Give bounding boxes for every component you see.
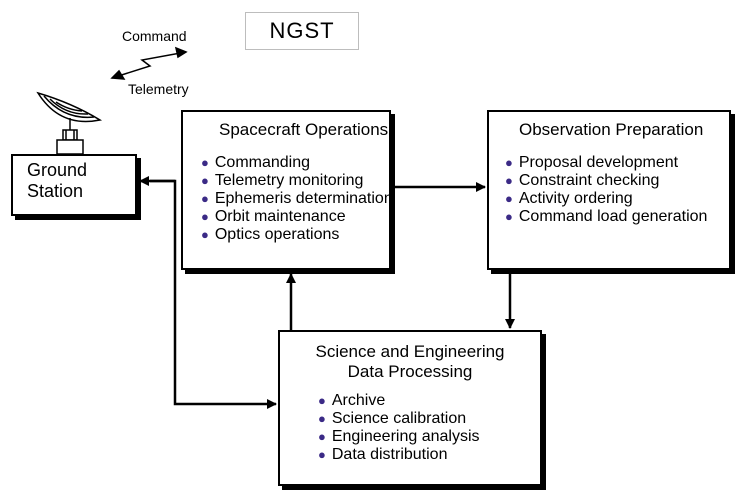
science-engineering-title-line2: Data Processing	[347, 362, 473, 381]
satellite-dish-icon	[36, 91, 103, 155]
ground-station-line1: Ground	[27, 160, 88, 180]
bullet-icon: ●	[318, 393, 326, 408]
ground-station-line2: Station	[27, 181, 84, 201]
observation-preparation-box: Observation Preparation ●Proposal develo…	[487, 110, 731, 270]
list-item: ●Archive	[318, 392, 386, 409]
bullet-icon: ●	[201, 155, 209, 170]
bullet-icon: ●	[318, 411, 326, 426]
list-item: ●Orbit maintenance	[201, 208, 346, 225]
list-item: ●Engineering analysis	[318, 428, 480, 445]
list-item: ●Ephemeris determination	[201, 190, 393, 207]
list-item: ●Proposal development	[505, 154, 679, 171]
observation-preparation-list: ●Proposal development ●Constraint checki…	[505, 154, 729, 226]
bullet-icon: ●	[201, 191, 209, 206]
bullet-icon: ●	[505, 209, 513, 224]
list-item: ●Activity ordering	[505, 190, 633, 207]
spacecraft-operations-list: ●Commanding ●Telemetry monitoring ●Ephem…	[201, 154, 393, 244]
list-item: ●Optics operations	[201, 226, 340, 243]
command-telemetry-link	[110, 46, 188, 80]
ngst-label: NGST	[269, 18, 335, 43]
list-item: ●Constraint checking	[505, 172, 660, 189]
bullet-icon: ●	[201, 209, 209, 224]
observation-preparation-title: Observation Preparation	[519, 120, 704, 139]
bullet-icon: ●	[201, 173, 209, 188]
spacecraft-operations-title: Spacecraft Operations	[219, 120, 389, 139]
bullet-icon: ●	[505, 191, 513, 206]
ground-station-box: Ground Station	[11, 154, 137, 216]
bullet-icon: ●	[505, 173, 513, 188]
list-item: ●Telemetry monitoring	[201, 172, 364, 189]
science-engineering-list: ●Archive ●Science calibration ●Engineeri…	[280, 392, 540, 464]
science-engineering-title-line1: Science and Engineering	[315, 342, 505, 361]
list-item: ●Data distribution	[318, 446, 448, 463]
spacecraft-operations-box: Spacecraft Operations ●Commanding ●Telem…	[181, 110, 393, 270]
telemetry-label: Telemetry	[128, 81, 189, 97]
ngst-box: NGST	[245, 12, 359, 50]
science-engineering-box: Science and Engineering Data Processing …	[278, 330, 542, 486]
command-label: Command	[122, 28, 187, 44]
bullet-icon: ●	[505, 155, 513, 170]
list-item: ●Science calibration	[318, 410, 467, 427]
list-item: ●Commanding	[201, 154, 311, 171]
bullet-icon: ●	[318, 447, 326, 462]
list-item: ●Command load generation	[505, 208, 708, 225]
bullet-icon: ●	[318, 429, 326, 444]
bullet-icon: ●	[201, 227, 209, 242]
